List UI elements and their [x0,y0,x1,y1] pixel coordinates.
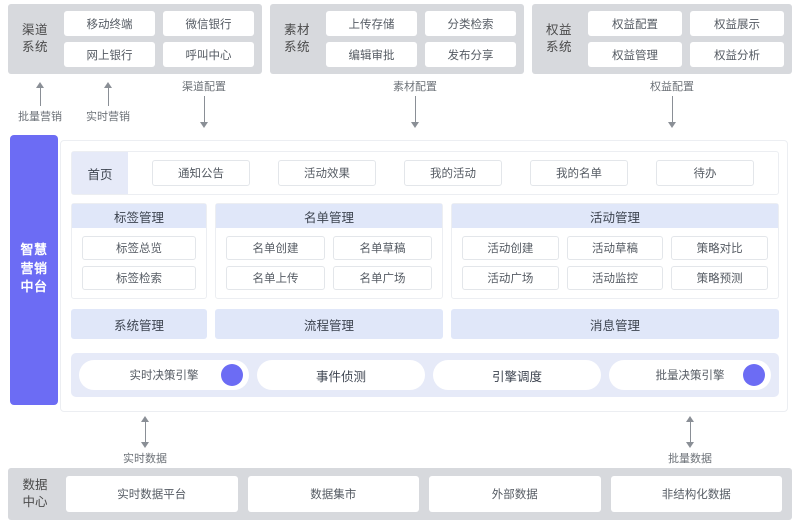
arrow-down-icon [411,122,419,128]
card-item[interactable]: 名单草稿 [333,236,432,260]
arrow-label: 批量数据 [668,452,712,465]
data-center-items: 实时数据平台 数据集市 外部数据 非结构化数据 [62,476,792,512]
system-group-items: 上传存储 分类检索 编辑审批 发布分享 [324,4,524,74]
arrow-line [108,88,109,106]
system-group-items: 移动终端 微信银行 网上银行 呼叫中心 [62,4,262,74]
system-item[interactable]: 权益配置 [588,11,682,36]
system-item[interactable]: 权益分析 [690,42,784,67]
arrow-label: 素材配置 [393,80,437,93]
card-item[interactable]: 活动创建 [462,236,559,260]
card-title: 名单管理 [216,204,442,228]
tab-my-campaigns[interactable]: 我的活动 [404,160,502,186]
arrow-line [672,96,673,122]
engine-status-dot-icon [743,364,765,386]
card-tag-management: 标签管理 标签总览 标签检索 [71,203,207,299]
tab-bar: 首页 通知公告 活动效果 我的活动 我的名单 待办 [71,151,779,195]
arrow-up-icon [36,82,44,88]
card-item[interactable]: 名单创建 [226,236,325,260]
data-center-item[interactable]: 数据集市 [247,476,419,512]
tab-list: 通知公告 活动效果 我的活动 我的名单 待办 [128,160,778,186]
arrow-down-icon [668,122,676,128]
card-title: 活动管理 [452,204,778,228]
system-item[interactable]: 权益管理 [588,42,682,67]
card-item[interactable]: 名单上传 [226,266,325,290]
card-campaign-management: 活动管理 活动创建 活动草稿 策略对比 活动广场 活动监控 策略预测 [451,203,779,299]
arrow-label: 批量营销 [18,110,62,123]
arrow-label: 实时营销 [86,110,130,123]
arrow-down-icon [200,122,208,128]
tab-todo[interactable]: 待办 [656,160,754,186]
arrow-up-icon [104,82,112,88]
card-body: 标签总览 标签检索 [72,228,206,298]
arrow-label: 渠道配置 [182,80,226,93]
system-item[interactable]: 发布分享 [425,42,516,67]
arrow-down-icon [686,442,694,448]
system-group-title: 素材系统 [283,22,310,54]
engine-scheduling[interactable]: 引擎调度 [433,360,601,390]
system-item[interactable]: 编辑审批 [326,42,417,67]
data-center-group: 数据中心 实时数据平台 数据集市 外部数据 非结构化数据 [8,468,792,520]
system-item[interactable]: 分类检索 [425,11,516,36]
card-body: 活动创建 活动草稿 策略对比 活动广场 活动监控 策略预测 [452,228,778,298]
sidebar-platform-label: 智慧营销中台 [10,135,58,405]
data-center-title: 数据中心 [22,477,48,509]
card-item[interactable]: 名单广场 [333,266,432,290]
engine-batch-decision[interactable]: 批量决策引擎 [609,360,771,390]
card-item[interactable]: 策略预测 [671,266,768,290]
arrow-up-icon [686,416,694,422]
engine-label: 实时决策引擎 [129,368,199,382]
arrow-down-icon [141,442,149,448]
tab-campaign-effect[interactable]: 活动效果 [278,160,376,186]
system-group-material: 素材系统 上传存储 分类检索 编辑审批 发布分享 [270,4,524,74]
bar-message-management[interactable]: 消息管理 [451,309,779,339]
card-body: 名单创建 名单草稿 名单上传 名单广场 [216,228,442,298]
tab-home[interactable]: 首页 [72,152,128,194]
system-item[interactable]: 网上银行 [64,42,155,67]
system-group-rights: 权益系统 权益配置 权益展示 权益管理 权益分析 [532,4,792,74]
card-item[interactable]: 标签检索 [82,266,196,290]
management-bars: 系统管理 流程管理 消息管理 [71,309,779,339]
engine-label: 批量决策引擎 [655,368,725,382]
card-item[interactable]: 策略对比 [671,236,768,260]
engine-status-dot-icon [221,364,243,386]
bar-system-management[interactable]: 系统管理 [71,309,207,339]
arrow-up-icon [141,416,149,422]
system-group-title: 权益系统 [545,22,572,54]
arrow-line [40,88,41,106]
system-group-channel: 渠道系统 移动终端 微信银行 网上银行 呼叫中心 [8,4,262,74]
arrow-line [690,420,691,442]
card-list-management: 名单管理 名单创建 名单草稿 名单上传 名单广场 [215,203,443,299]
system-item[interactable]: 微信银行 [163,11,254,36]
engine-strip: 实时决策引擎 事件侦测 引擎调度 批量决策引擎 [71,353,779,397]
card-item[interactable]: 活动广场 [462,266,559,290]
bar-process-management[interactable]: 流程管理 [215,309,443,339]
system-item[interactable]: 移动终端 [64,11,155,36]
system-item[interactable]: 权益展示 [690,11,784,36]
tab-my-lists[interactable]: 我的名单 [530,160,628,186]
system-item[interactable]: 上传存储 [326,11,417,36]
arrow-line [415,96,416,122]
system-item[interactable]: 呼叫中心 [163,42,254,67]
tab-notice[interactable]: 通知公告 [152,160,250,186]
data-center-item[interactable]: 非结构化数据 [610,476,782,512]
platform-panel: 首页 通知公告 活动效果 我的活动 我的名单 待办 标签管理 标签总览 标签检索… [60,140,788,412]
arrow-label: 权益配置 [650,80,694,93]
arrow-label: 实时数据 [123,452,167,465]
engine-realtime-decision[interactable]: 实时决策引擎 [79,360,249,390]
management-cards: 标签管理 标签总览 标签检索 名单管理 名单创建 名单草稿 名单上传 名单广场 … [71,203,779,299]
card-item[interactable]: 活动监控 [566,266,664,290]
data-center-item[interactable]: 外部数据 [429,476,601,512]
card-item[interactable]: 标签总览 [82,236,196,260]
engine-event-detection[interactable]: 事件侦测 [257,360,425,390]
data-center-item[interactable]: 实时数据平台 [66,476,238,512]
arrow-line [204,96,205,122]
arrow-line [145,420,146,442]
sidebar-label-text: 智慧营销中台 [20,242,48,296]
card-item[interactable]: 活动草稿 [566,236,664,260]
system-group-title: 渠道系统 [21,22,48,54]
system-group-items: 权益配置 权益展示 权益管理 权益分析 [586,4,792,74]
card-title: 标签管理 [72,204,206,228]
